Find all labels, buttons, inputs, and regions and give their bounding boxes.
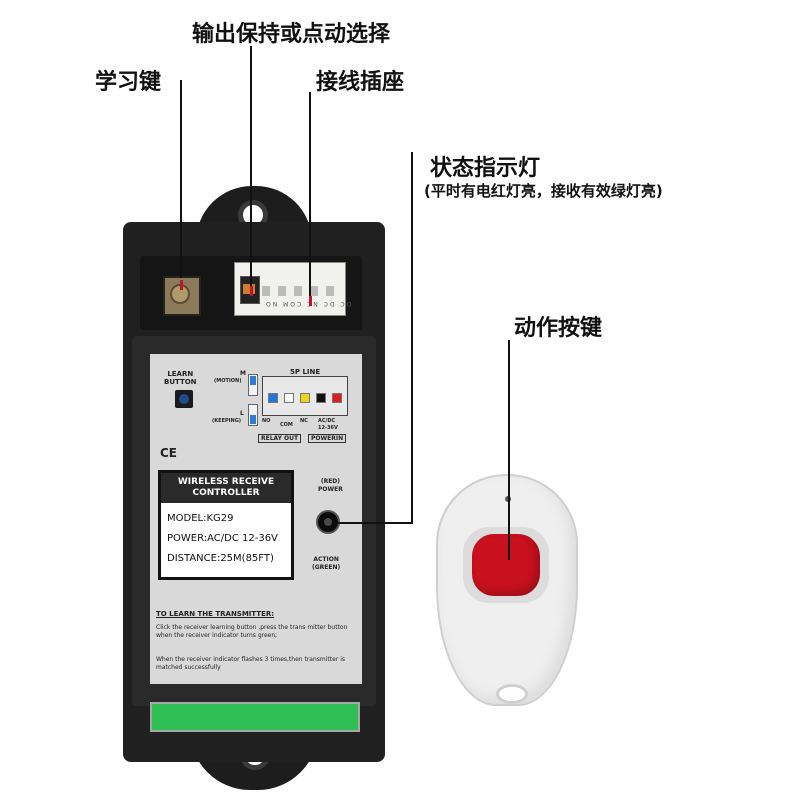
callout-learn-key: 学习键 <box>95 70 162 95</box>
leader-terminal <box>309 92 311 300</box>
action-green-label: ACTION (GREEN) <box>312 556 341 571</box>
remote-keyring-loop <box>496 684 528 704</box>
info-power: POWER:AC/DC 12-36V <box>167 533 278 544</box>
leader-output-mode-tip <box>250 286 253 296</box>
callout-status-note: (平时有电红灯亮，接收有效绿灯亮) <box>424 182 663 200</box>
voltage-label: 12-36V <box>318 425 338 431</box>
acdc-label: AC/DC <box>318 418 336 424</box>
terminal-pin-labels: DC DC NC COM NO <box>264 300 352 307</box>
remote-action-button[interactable] <box>472 534 540 596</box>
line-label: 5P LINE <box>290 368 321 376</box>
nc-label: NC <box>300 418 308 424</box>
panel-learn-button[interactable] <box>175 390 193 408</box>
leader-status-vertical <box>411 152 413 524</box>
motion-label: (MOTION) <box>214 378 242 384</box>
info-heading-line2: CONTROLLER <box>192 488 260 498</box>
no-label: NO <box>262 418 271 424</box>
terminal-dot-com <box>284 393 294 403</box>
terminal-dot-dc-pos <box>332 393 342 403</box>
callout-terminal: 接线插座 <box>316 70 405 95</box>
terminal-pins <box>262 286 338 296</box>
terminal-dot-nc <box>300 393 310 403</box>
leader-terminal-tip <box>309 296 312 306</box>
info-label: WIRELESS RECEIVE CONTROLLER MODEL:KG29 P… <box>158 470 294 580</box>
instructions-title: TO LEARN THE TRANSMITTER: <box>156 610 275 618</box>
com-label: COM <box>280 422 293 428</box>
keeping-label: (KEEPING) <box>212 418 242 424</box>
callout-output-mode: 输出保持或点动选择 <box>192 22 391 47</box>
leader-learn-key <box>180 80 182 278</box>
dip-switch-keeping[interactable] <box>248 404 258 426</box>
pcb-edge-strip <box>150 702 360 732</box>
l-label: L <box>240 410 244 417</box>
info-model: MODEL:KG29 <box>167 513 234 524</box>
ce-mark: CE <box>160 446 178 460</box>
dip-switch-motion[interactable] <box>248 374 258 396</box>
mode-jumper-cap <box>243 284 255 294</box>
terminal-dot-no <box>268 393 278 403</box>
instructions-step1: Click the receiver learning button ,pres… <box>156 624 348 639</box>
instructions-step2: When the receiver indicator flashes 3 ti… <box>156 656 345 671</box>
learn-button-label: LEARN BUTTON <box>164 370 197 386</box>
leader-action-key <box>508 340 510 560</box>
info-heading: WIRELESS RECEIVE CONTROLLER <box>161 473 291 503</box>
relay-out-label: RELAY OUT <box>258 434 302 443</box>
red-power-label: (RED) POWER <box>318 478 343 493</box>
info-distance: DISTANCE:25M(85FT) <box>167 553 274 564</box>
power-in-label: POWERIN <box>308 434 347 443</box>
leader-status-horizontal <box>336 522 413 524</box>
m-label: M <box>240 370 246 377</box>
callout-status-light: 状态指示灯 <box>430 156 541 181</box>
leader-output-mode <box>250 46 252 292</box>
callout-action-key: 动作按键 <box>514 316 603 341</box>
leader-learn-key-tip <box>180 280 183 290</box>
terminal-dot-dc-neg <box>316 393 326 403</box>
info-heading-line1: WIRELESS RECEIVE <box>177 477 275 487</box>
